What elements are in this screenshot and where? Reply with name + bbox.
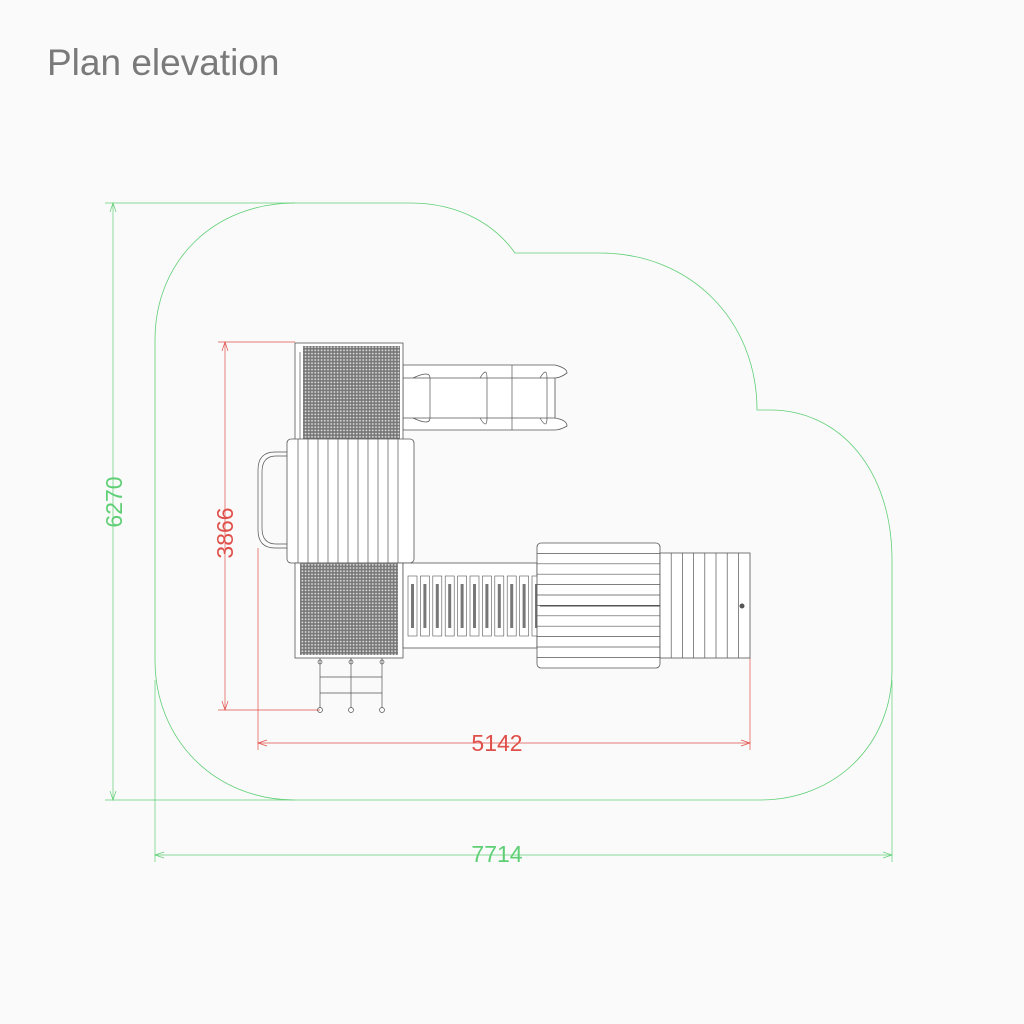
bridge-slat-grip xyxy=(460,584,464,628)
bridge-slat-grip xyxy=(535,584,538,628)
equipment-height-label: 3866 xyxy=(212,507,238,558)
bridge-slat-grip xyxy=(522,584,526,628)
bridge-slat-grip xyxy=(423,584,427,628)
safety-zone-height-dimension xyxy=(105,201,295,802)
bridge-slat-grip xyxy=(411,584,414,628)
lower-platform xyxy=(536,542,745,669)
equipment-height-dimension xyxy=(218,340,320,712)
safety-zone-outline xyxy=(154,202,893,801)
ladder xyxy=(317,658,385,713)
bridge-slat-grip xyxy=(497,584,501,628)
safety-zone-width-dimension xyxy=(153,680,894,862)
bridge-slat-grip xyxy=(473,584,476,628)
handrail xyxy=(257,451,287,549)
upper-deck-mesh xyxy=(294,342,404,441)
bridge-slat-grip xyxy=(510,584,514,628)
bridge-slat-grip xyxy=(485,584,489,628)
page-title: Plan elevation xyxy=(47,42,280,83)
bridge-slat-grip xyxy=(448,584,452,628)
middle-platform xyxy=(286,438,415,564)
rope-bridge xyxy=(402,562,542,649)
ramp xyxy=(659,552,751,659)
equipment-width-label: 5142 xyxy=(471,730,522,756)
safety-zone-height-label: 6270 xyxy=(101,476,127,527)
equipment-width-dimension xyxy=(256,548,752,750)
lower-deck-mesh xyxy=(294,562,404,659)
slide xyxy=(402,364,568,431)
bridge-slat-grip xyxy=(435,584,439,628)
safety-zone-width-label: 7714 xyxy=(471,841,522,867)
